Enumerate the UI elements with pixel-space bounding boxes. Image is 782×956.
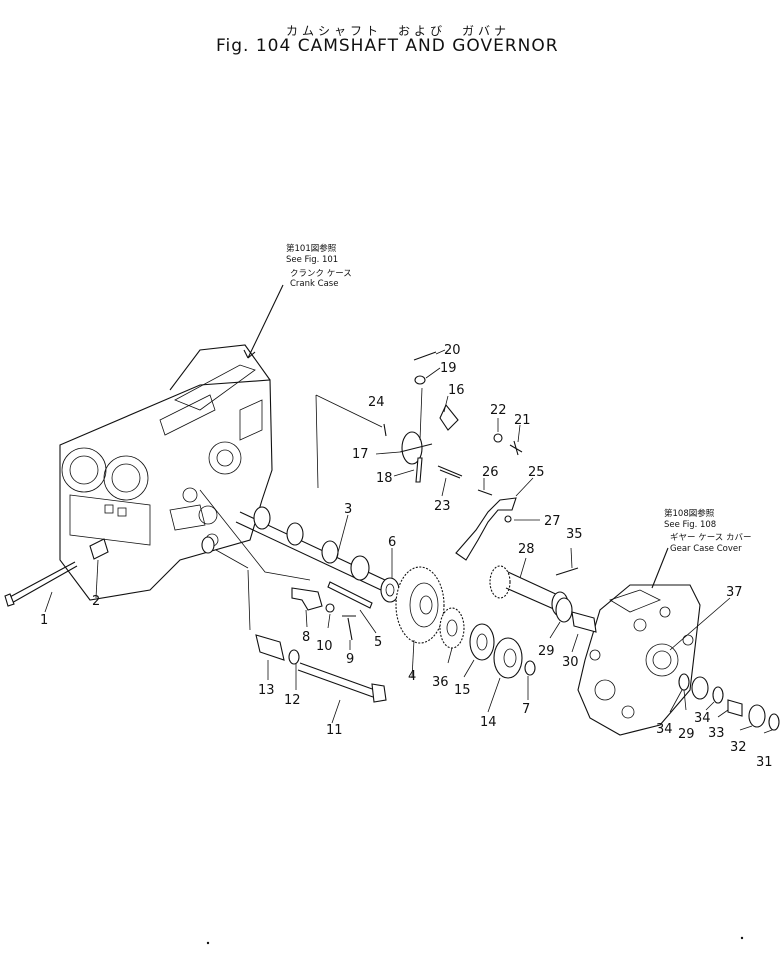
pin-2 (89, 538, 109, 560)
part-label: 36 (432, 675, 449, 690)
part-label: 16 (448, 383, 465, 398)
gear-case-see-fig: See Fig. 108 (664, 520, 716, 530)
part-label: 31 (756, 755, 773, 770)
part-label: 21 (514, 413, 531, 428)
figure-header: カムシャフト および ガバナ Fig. 104 CAMSHAFT AND GOV… (0, 0, 782, 60)
figure-title-japanese: カムシャフト および ガバナ (286, 24, 511, 38)
crank-case-see-fig: See Fig. 101 (286, 255, 338, 265)
part-label: 34 (656, 722, 673, 737)
crank-case-leader (247, 284, 284, 359)
part-label: 29 (678, 727, 695, 742)
camshaft-gear (395, 566, 445, 644)
gear-case-cover-reference: 第108図参照 See Fig. 108 ギヤー ケース カバー Gear Ca… (664, 508, 751, 554)
part-label: 22 (490, 403, 507, 418)
part-label: 27 (544, 514, 561, 529)
bracket-8 (291, 587, 323, 611)
part-label: 13 (258, 683, 275, 698)
part-label: 24 (368, 395, 385, 410)
crank-case-reference: 第101図参照 See Fig. 101 クランク ケース Crank Case (286, 243, 352, 289)
snap-ring-7 (524, 660, 536, 676)
key-5 (327, 581, 373, 609)
part-label: 15 (454, 683, 471, 698)
gear-36 (439, 607, 465, 649)
part-label: 30 (562, 655, 579, 670)
washer-12 (288, 649, 300, 665)
seal-34-upper (678, 673, 690, 691)
gear-case-cover-drawing (577, 584, 701, 736)
part-label: 3 (344, 502, 352, 517)
part-label: 18 (376, 471, 393, 486)
pin-35 (555, 567, 579, 576)
spacer-33 (727, 699, 743, 717)
part-label: 20 (444, 343, 461, 358)
nut-10 (325, 603, 335, 613)
part-label: 25 (528, 465, 545, 480)
part-label: 32 (730, 740, 747, 755)
gear-case-jp-name: ギヤー ケース カバー (670, 533, 751, 543)
bolt-9 (342, 615, 356, 641)
part-label: 35 (566, 527, 583, 542)
part-label: 17 (352, 447, 369, 462)
governor-shaft (489, 565, 597, 633)
seal-34-lower (712, 686, 724, 704)
crank-case-jp-name: クランク ケース (290, 269, 352, 279)
part-label: 28 (518, 542, 535, 557)
bearing-32 (748, 704, 766, 728)
gear-case-name: Gear Case Cover (670, 544, 742, 554)
part-label: 6 (388, 535, 396, 550)
part-label: 23 (434, 499, 451, 514)
crank-case-drawing (59, 344, 273, 601)
bushing-30 (571, 611, 597, 633)
callout-leaders (44, 349, 773, 734)
part-label: 26 (482, 465, 499, 480)
long-bolt-1 (4, 561, 78, 607)
gear-case-leader (651, 547, 669, 589)
part-label: 7 (522, 702, 530, 717)
part-label: 19 (440, 361, 457, 376)
part-label: 37 (726, 585, 743, 600)
crank-case-name: Crank Case (290, 279, 338, 289)
governor-assembly (383, 351, 523, 561)
part-label: 34 (694, 711, 711, 726)
camshaft (235, 506, 386, 591)
part-label: 9 (346, 652, 354, 667)
part-label: 1 (40, 613, 48, 628)
part-label: 29 (538, 644, 555, 659)
crank-case-jp-ref: 第101図参照 (286, 243, 337, 254)
part-label: 4 (408, 669, 416, 684)
part-label: 10 (316, 639, 333, 654)
part-label: 14 (480, 715, 497, 730)
bearing-29-lower (691, 676, 709, 700)
collar-15 (469, 623, 495, 661)
part-label: 2 (92, 594, 100, 609)
sleeve-13 (255, 634, 285, 661)
bearing-14 (493, 637, 523, 679)
part-label: 8 (302, 630, 310, 645)
part-label: 11 (326, 723, 343, 738)
part-label: 33 (708, 726, 725, 741)
part-label: 12 (284, 693, 301, 708)
bearing-29-upper (555, 597, 573, 623)
gear-case-jp-ref: 第108図参照 (664, 508, 715, 519)
snap-ring-31 (768, 713, 780, 731)
figure-title: Fig. 104 CAMSHAFT AND GOVERNOR (216, 36, 559, 56)
part-number-labels: 1 2 3 4 5 6 7 8 9 10 11 12 13 14 15 16 1… (40, 343, 773, 770)
bolt-11 (297, 662, 387, 703)
part-label: 5 (374, 635, 382, 650)
